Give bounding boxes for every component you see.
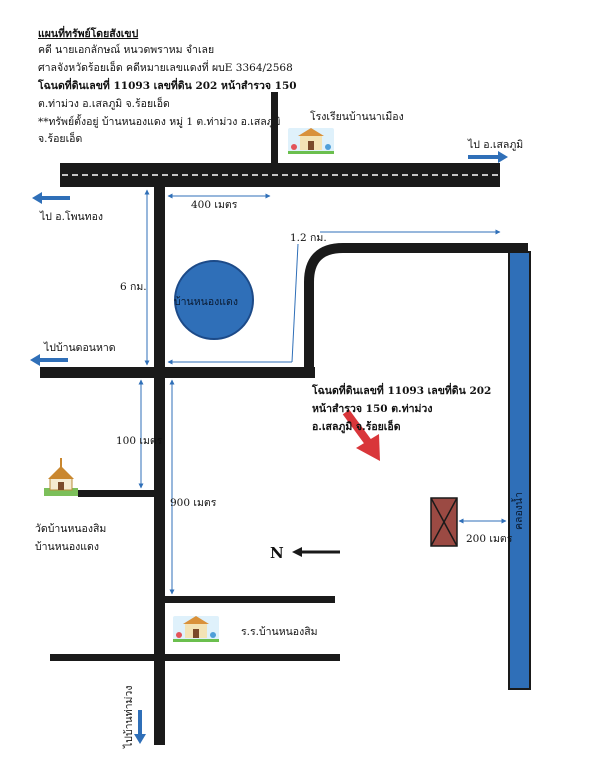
road-bottom [50, 654, 340, 661]
court-text: ศาลจังหวัดร้อยเอ็ด คดีหมายเลขแดงที่ ผบE … [38, 62, 293, 74]
distance-200m: 200 เมตร [466, 533, 513, 545]
road-donhat [40, 367, 315, 378]
district-text: ต.ท่าม่วง อ.เสลภูมิ จ.ร้อยเอ็ด [38, 98, 170, 110]
distance-100m: 100 เมตร [116, 435, 163, 447]
school-bottom-label: ร.ร.บ้านหนองสิม [241, 626, 318, 638]
school-icon-top [288, 128, 334, 154]
deed-line-1: โฉนดที่ดินเลขที่ 11093 เลขที่ดิน 202 [312, 385, 492, 397]
main-highway [60, 163, 500, 187]
deed-text: โฉนดที่ดินเลขที่ 11093 เลขที่ดิน 202 หน้… [38, 80, 297, 92]
temple-label-1: วัดบ้านหนองสิม [35, 523, 107, 535]
main-vertical-road [154, 187, 165, 745]
temple-label-2: บ้านหนองแดง [35, 541, 99, 553]
school-top-label: โรงเรียนบ้านนาเมือง [310, 111, 404, 123]
map-title: แผนที่ทรัพย์โดยสังเขป [38, 28, 139, 40]
curved-road [304, 243, 528, 372]
distance-900m: 900 เมตร [170, 497, 217, 509]
deed-line-2: หน้าสำรวจ 150 ต.ท่าม่วง [312, 403, 433, 415]
arrow-to-selaphum [468, 151, 508, 163]
plot-marker [430, 497, 458, 547]
deed-annotation: โฉนดที่ดินเลขที่ 11093 เลขที่ดิน 202 หน้… [312, 382, 491, 436]
dim-12km-b [291, 243, 299, 363]
canal [508, 251, 531, 690]
north-label: N [270, 544, 284, 562]
distance-1-2km: 1.2 กม. [290, 232, 327, 244]
deed-line-3: อ.เสลภูมิ จ.ร้อยเอ็ด [312, 421, 401, 433]
road-school-bottom [165, 596, 335, 603]
to-phonthong-label: ไป อ.โพนทอง [40, 211, 104, 223]
north-arrow [292, 547, 340, 557]
location-note: **ทรัพย์ตั้งอยู่ บ้านหนองแดง หมู่ 1 ต.ท่… [38, 116, 281, 128]
distance-6km: 6 กม. [120, 281, 147, 293]
arrow-to-phonthong [32, 192, 70, 204]
canal-label: คลองน้ำ [513, 492, 525, 530]
arrow-to-thamuang [134, 710, 146, 744]
distance-400m: 400 เมตร [191, 199, 238, 211]
road-to-school-top [271, 92, 278, 164]
to-selaphum-label: ไป อ.เสลภูมิ [468, 139, 524, 151]
location-note-2: จ.ร้อยเอ็ด [38, 133, 83, 145]
village-circle [174, 260, 254, 340]
school-icon-bottom [173, 616, 219, 642]
village-circle-label: บ้านหนองแดง [174, 296, 238, 308]
to-thamuang-label: ไปบ้านท่าม่วง [123, 685, 135, 748]
to-donhat-label: ไปบ้านดอนหาด [44, 342, 116, 354]
arrow-to-donhat [30, 354, 68, 366]
road-temple [78, 490, 156, 497]
case-text: คดี นายเอกลักษณ์ หนวดพราหม จำเลย [38, 44, 215, 56]
red-pointer-arrow [342, 409, 380, 461]
temple-icon [44, 458, 78, 496]
